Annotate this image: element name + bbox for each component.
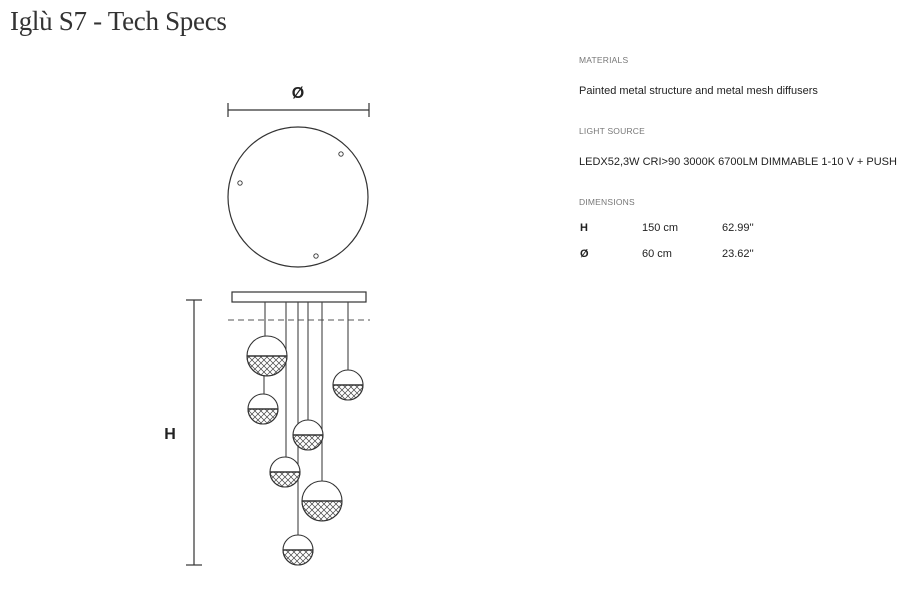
light-source-value: LEDX52,3W CRI>90 3000K 6700LM DIMMABLE 1… <box>579 156 897 168</box>
dimension-key: Ø <box>580 248 589 260</box>
diameter-symbol: Ø <box>292 85 304 102</box>
dimension-row-diameter: Ø 60 cm 23.62'' <box>579 248 879 264</box>
dimension-imperial: 62.99'' <box>722 222 754 234</box>
canopy-top-view <box>227 126 369 268</box>
globe-6 <box>301 480 343 522</box>
globe-1 <box>246 335 288 377</box>
dimension-metric: 60 cm <box>642 248 672 260</box>
globe-3 <box>247 393 279 425</box>
light-source-label: LIGHT SOURCE <box>579 126 646 136</box>
globe-4 <box>292 419 324 451</box>
globe-7 <box>282 534 314 566</box>
dimension-row-height: H 150 cm 62.99'' <box>579 222 879 238</box>
materials-label: MATERIALS <box>579 55 629 65</box>
pendant-cables <box>263 302 349 537</box>
globe-5 <box>269 456 301 488</box>
canopy-side-view <box>228 291 370 321</box>
globe-2 <box>332 369 364 401</box>
materials-value: Painted metal structure and metal mesh d… <box>579 85 818 97</box>
page-title: Iglù S7 - Tech Specs <box>10 6 227 36</box>
dimensions-label: DIMENSIONS <box>579 197 635 207</box>
height-dimension: H <box>164 299 202 566</box>
diameter-dimension: Ø <box>227 85 370 117</box>
height-symbol: H <box>164 426 176 443</box>
dimension-metric: 150 cm <box>642 222 679 234</box>
dimension-imperial: 23.62'' <box>722 248 754 260</box>
dimension-key: H <box>580 222 588 234</box>
